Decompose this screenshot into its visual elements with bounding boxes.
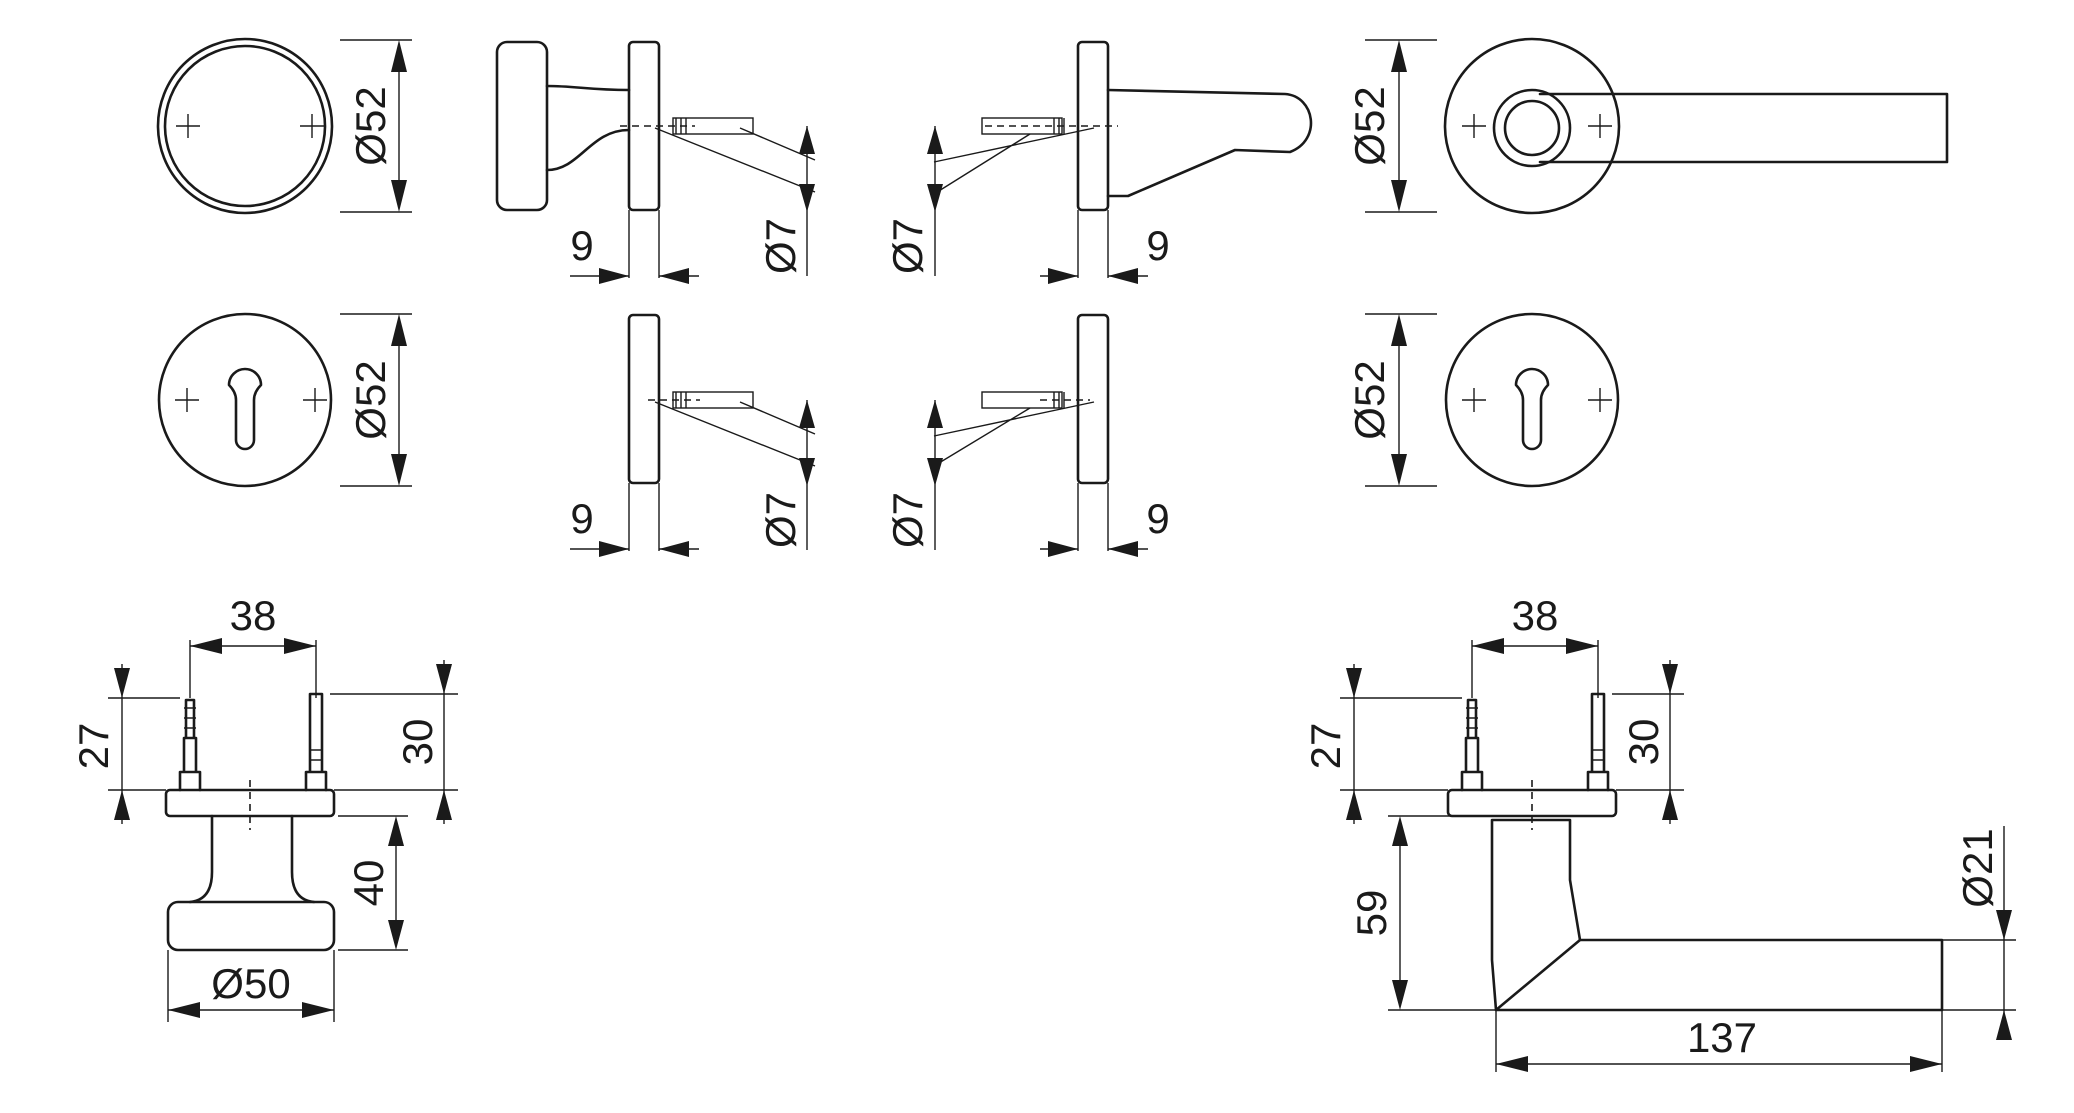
lever-section-view (1446, 692, 1944, 1012)
label-rose-diameter-1: Ø52 (347, 86, 394, 165)
dim-knob-screw-left: 27 (70, 664, 180, 824)
label-rose-diameter-3: Ø52 (347, 360, 394, 439)
label-rose-diameter-4: Ø52 (1346, 360, 1393, 439)
label-screw-length-2: 30 (394, 719, 441, 766)
lever-side-view (933, 40, 1313, 212)
dim-escutcheon-diameter-2: Ø52 (1346, 313, 1437, 487)
dim-lever-projection: 59 (1348, 815, 1496, 1011)
escutcheon-side-left (627, 313, 816, 485)
label-rose-thickness-2: 9 (1146, 222, 1169, 269)
label-spindle-diameter-2: Ø7 (884, 218, 931, 274)
dim-spindle-diameter-1: Ø7 (757, 126, 815, 276)
label-fixing-spacing-2: 38 (1512, 592, 1559, 639)
dim-lever-screw-left: 27 (1302, 664, 1462, 824)
dim-escutcheon-diameter-1: Ø52 (340, 313, 412, 487)
label-fixing-spacing-1: 38 (230, 592, 277, 639)
label-rose-thickness-1: 9 (570, 222, 593, 269)
label-spindle-diameter-3: Ø7 (757, 492, 804, 548)
label-screw-length-1: 27 (70, 723, 117, 770)
dim-escutcheon-thickness-1: 9 (570, 483, 699, 557)
dim-knob-rose-thickness: 9 (570, 210, 699, 284)
escutcheon-front-right (1444, 312, 1620, 488)
label-lever-grip-diameter: Ø21 (1954, 828, 2001, 907)
label-lever-projection: 59 (1348, 890, 1395, 937)
escutcheon-front-left (157, 312, 333, 488)
dim-knob-diameter: Ø50 (167, 950, 335, 1022)
escutcheon-side-right (933, 313, 1110, 485)
dim-spindle-diameter-4: Ø7 (884, 400, 943, 550)
label-spindle-diameter-1: Ø7 (757, 218, 804, 274)
label-knob-diameter: Ø50 (211, 960, 290, 1007)
dim-spindle-diameter-2: Ø7 (884, 126, 943, 276)
lever-rose-front (1443, 37, 1949, 215)
label-screw-length-3: 27 (1302, 723, 1349, 770)
dim-spindle-diameter-3: Ø7 (757, 400, 815, 550)
label-screw-length-4: 30 (1620, 719, 1667, 766)
dim-lever-rose-thickness: 9 (1040, 210, 1170, 284)
knob-rose-front (156, 37, 334, 215)
dim-lever-length: 137 (1495, 1010, 1943, 1072)
label-rose-thickness-4: 9 (1146, 495, 1169, 542)
dim-lever-rose-diameter: Ø52 (1346, 39, 1437, 213)
dim-knob-fixing-spacing: 38 (189, 592, 317, 698)
dim-lever-screw-right: 30 (1612, 660, 1684, 824)
dim-knob-projection: 40 (338, 815, 408, 951)
dim-lever-fixing-spacing: 38 (1471, 592, 1599, 698)
knob-section-view (164, 692, 336, 952)
dim-knob-rose-diameter: Ø52 (340, 39, 412, 213)
dim-knob-screw-right: 30 (330, 660, 458, 824)
label-rose-thickness-3: 9 (570, 495, 593, 542)
dim-escutcheon-thickness-2: 9 (1040, 483, 1170, 557)
dim-lever-grip-diameter: Ø21 (1942, 826, 2016, 1040)
label-rose-diameter-2: Ø52 (1346, 86, 1393, 165)
knob-side-view (495, 40, 816, 212)
label-spindle-diameter-4: Ø7 (884, 492, 931, 548)
label-lever-length: 137 (1687, 1014, 1757, 1061)
label-knob-projection: 40 (345, 860, 392, 907)
